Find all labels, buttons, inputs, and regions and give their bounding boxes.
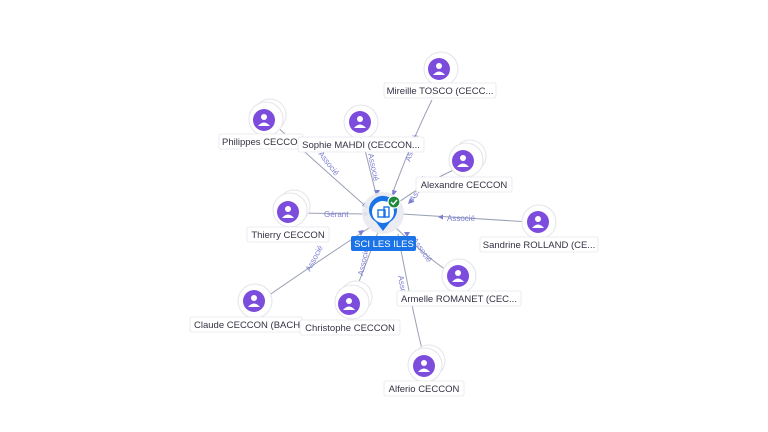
person-label-philippes: Philippes CECCO [222, 137, 298, 148]
center-node[interactable]: SCI LES ILES [351, 192, 416, 251]
arrow-mireille [392, 190, 397, 196]
person-icon [421, 360, 427, 366]
person-label-claude: Claude CECCON (BACH [194, 320, 300, 331]
person-node-thierry[interactable]: Thierry CECCON [246, 189, 330, 243]
person-icon [251, 295, 257, 301]
person-icon [436, 63, 442, 69]
person-node-christophe[interactable]: Christophe CECCON [299, 280, 401, 336]
edge-label-alferio: Asso [396, 275, 408, 295]
person-node-armelle[interactable]: Armelle ROMANET (CEC... [396, 258, 522, 307]
person-label-sophie: Sophie MAHDI (CECCON... [302, 140, 420, 151]
person-icon [455, 270, 461, 276]
person-node-alferio[interactable]: Alferio CECCON [383, 344, 465, 397]
edge-label-sandrine: Associé [447, 214, 476, 223]
edge-sandrine: Associé [401, 213, 531, 223]
person-icon [261, 114, 267, 120]
center-label: SCI LES ILES [354, 239, 414, 250]
person-label-alexandre: Alexandre CECCON [421, 180, 508, 191]
person-node-sandrine[interactable]: Sandrine ROLLAND (CE... [479, 204, 599, 253]
person-node-sophie[interactable]: Sophie MAHDI (CECCON... [297, 104, 425, 153]
arrow-sandrine [438, 214, 443, 220]
edge-label-thierry: Gérant [324, 210, 349, 219]
check-badge-icon [387, 195, 401, 209]
person-icon [357, 116, 363, 122]
arrow-armelle [404, 232, 410, 237]
person-label-armelle: Armelle ROMANET (CEC... [401, 294, 517, 305]
arrow-claude [358, 230, 364, 236]
person-label-christophe: Christophe CECCON [305, 323, 395, 334]
person-node-philippes[interactable]: Philippes CECCO [218, 98, 304, 150]
person-label-mireille: Mireille TOSCO (CECC... [387, 86, 494, 97]
edge-label-christophe: Associé [356, 247, 371, 277]
person-icon [535, 216, 541, 222]
person-icon [460, 155, 466, 161]
person-icon [346, 298, 352, 304]
person-icon [285, 206, 291, 212]
edge-label-sophie: Associé [366, 153, 381, 183]
building-icon [377, 206, 390, 218]
person-node-alexandre[interactable]: Alexandre CECCON [415, 139, 513, 193]
person-node-mireille[interactable]: Mireille TOSCO (CECC... [383, 51, 497, 99]
edge-label-claude: Associé [304, 243, 325, 272]
person-label-alferio: Alferio CECCON [389, 384, 460, 395]
person-node-claude[interactable]: Claude CECCON (BACH [189, 283, 303, 333]
arrow-alexandre [408, 198, 414, 204]
person-label-sandrine: Sandrine ROLLAND (CE... [483, 240, 595, 251]
person-label-thierry: Thierry CECCON [251, 230, 325, 241]
